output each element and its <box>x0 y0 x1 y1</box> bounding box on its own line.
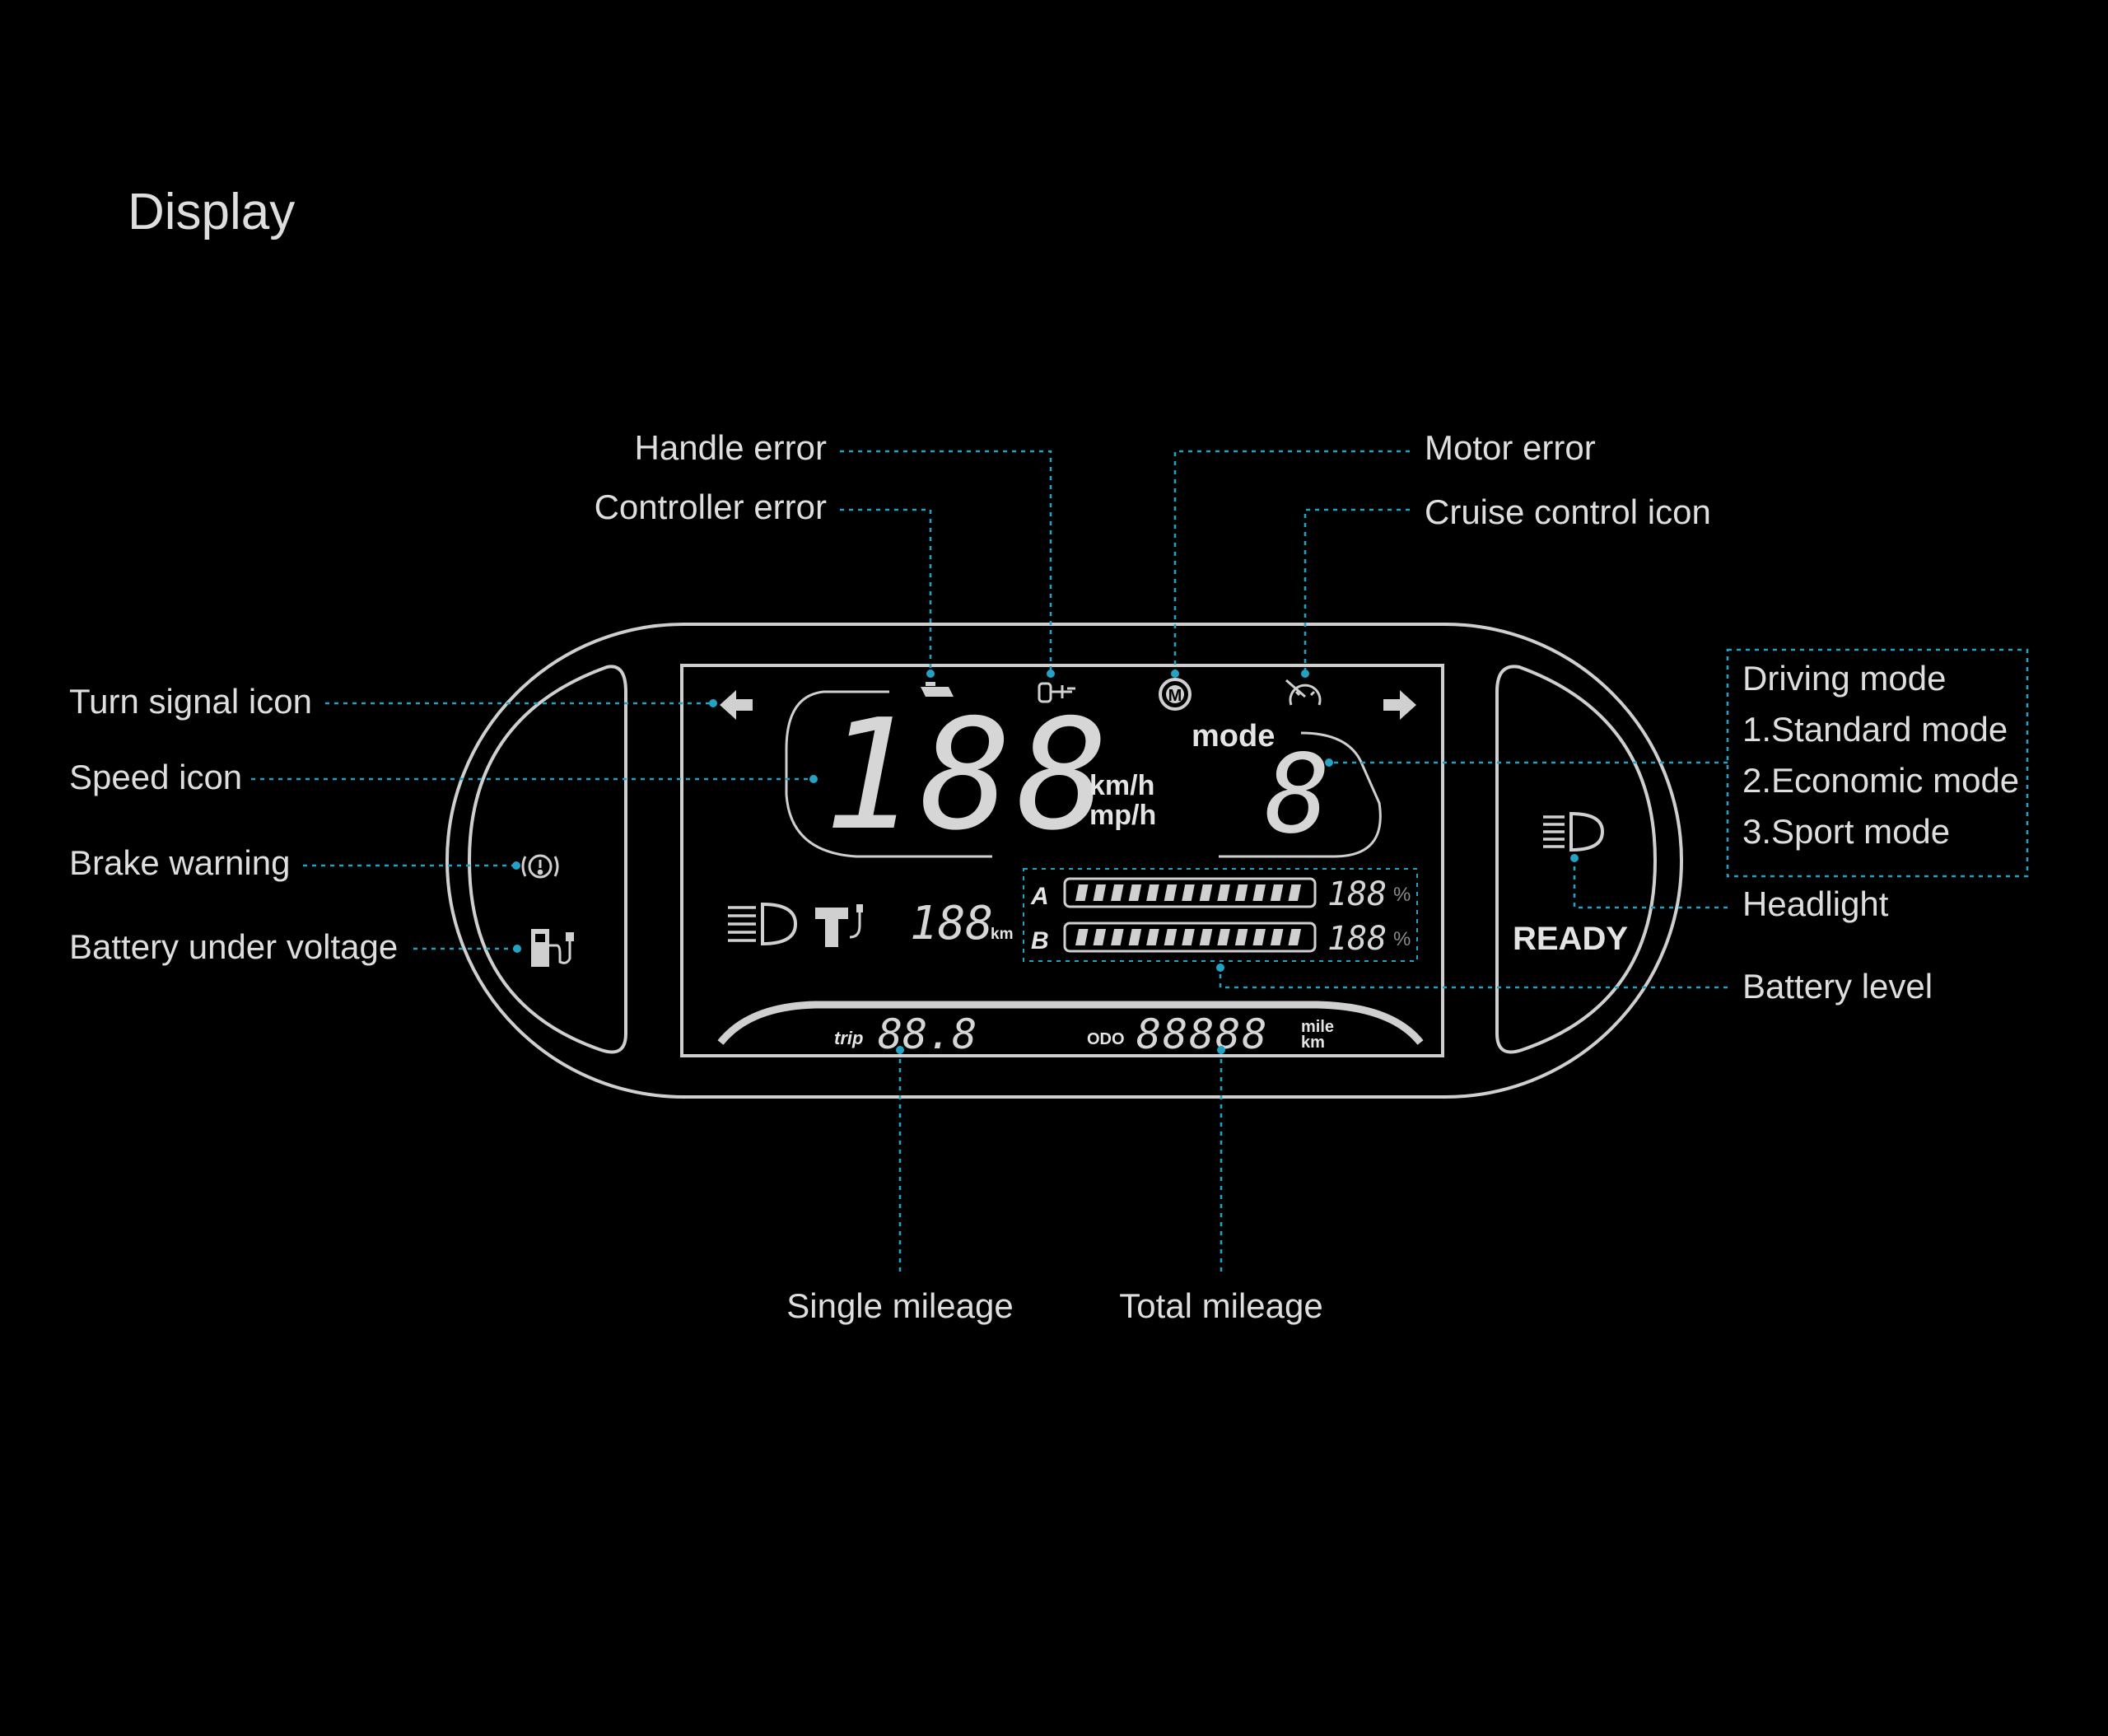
battery-segment <box>1111 884 1124 901</box>
odo-label: ODO <box>1087 1030 1125 1048</box>
battery-segment <box>1128 929 1142 945</box>
battery-segment <box>1075 929 1089 945</box>
turn-right-arrow-icon <box>1383 690 1416 720</box>
battery-b-percent-sign: % <box>1393 928 1411 950</box>
speed-unit-kmh: km/h <box>1089 770 1154 801</box>
charging-icon <box>815 904 863 947</box>
battery-bar-outline <box>1063 922 1317 953</box>
speed-unit-mph: mp/h <box>1089 800 1156 831</box>
range-readout: 188 <box>910 897 993 950</box>
high-beam-icon <box>728 902 798 946</box>
dashboard-outline <box>445 623 1683 1099</box>
label-battery-level: Battery level <box>1742 967 1933 1006</box>
battery-b-bar <box>1063 922 1317 953</box>
ready-indicator: READY <box>1513 921 1628 957</box>
label-controller-error: Controller error <box>595 488 827 526</box>
battery-segment <box>1111 929 1124 945</box>
odo-readout: 88888 <box>1136 1010 1269 1058</box>
mode-label: mode <box>1192 719 1275 754</box>
label-turn-signal: Turn signal icon <box>69 682 312 721</box>
trip-readout: 88.8 <box>878 1010 977 1058</box>
label-headlight: Headlight <box>1742 884 1889 923</box>
battery-segment <box>1164 884 1178 901</box>
label-single-mileage: Single mileage <box>786 1286 1014 1325</box>
battery-b-label: B <box>1031 927 1049 954</box>
battery-a-percent: 188 <box>1327 875 1387 913</box>
battery-segment <box>1270 929 1284 945</box>
battery-a-percent-sign: % <box>1393 884 1411 906</box>
battery-segment <box>1217 884 1230 901</box>
label-motor-error: Motor error <box>1425 428 1596 467</box>
battery-segment <box>1075 884 1089 901</box>
battery-segment <box>1288 884 1301 901</box>
battery-segment <box>1234 884 1248 901</box>
mode-digit: 8 <box>1265 731 1330 858</box>
turn-left-arrow-icon <box>720 690 753 720</box>
battery-segment <box>1252 929 1266 945</box>
battery-bar-outline <box>1063 877 1317 908</box>
controller-error-icon <box>921 682 954 697</box>
battery-segment <box>1270 884 1284 901</box>
battery-segment <box>1182 884 1195 901</box>
battery-segment <box>1252 884 1266 901</box>
driving-mode-item: 1.Standard mode <box>1742 710 2008 749</box>
battery-a-label: A <box>1030 883 1049 910</box>
label-total-mileage: Total mileage <box>1119 1286 1322 1325</box>
lcd-screen <box>680 664 1444 1057</box>
battery-segment <box>1288 929 1301 945</box>
label-brake-warning: Brake warning <box>69 843 290 882</box>
battery-segment <box>1234 929 1248 945</box>
driving-mode-item: 3.Sport mode <box>1742 812 1950 851</box>
label-cruise-control: Cruise control icon <box>1425 492 1711 531</box>
label-driving-mode: Driving mode <box>1742 659 1946 698</box>
motor-error-icon: M <box>1159 678 1192 711</box>
label-speed: Speed icon <box>69 758 242 796</box>
battery-segment <box>1182 929 1195 945</box>
leader-lines <box>251 450 2029 1276</box>
brake-warning-icon <box>521 854 559 879</box>
svg-text:M: M <box>1168 687 1182 705</box>
battery-segment <box>1164 929 1178 945</box>
speed-readout: 188 <box>823 686 1113 864</box>
cruise-control-icon <box>1285 679 1322 706</box>
battery-segment <box>1093 929 1107 945</box>
battery-segment <box>1199 884 1213 901</box>
battery-segment <box>1128 884 1142 901</box>
battery-segment <box>1217 929 1230 945</box>
battery-segment <box>1093 884 1107 901</box>
battery-b-percent: 188 <box>1327 920 1387 958</box>
battery-segment <box>1146 929 1159 945</box>
driving-mode-item: 2.Economic mode <box>1742 761 2019 800</box>
label-battery-under-voltage: Battery under voltage <box>69 927 398 966</box>
battery-a-bar <box>1063 877 1317 908</box>
battery-segment <box>1199 929 1213 945</box>
odo-unit-km: km <box>1301 1034 1325 1052</box>
range-unit: km <box>991 926 1013 943</box>
headlight-icon <box>1543 811 1605 852</box>
battery-segment <box>1146 884 1159 901</box>
trip-label: trip <box>834 1028 863 1048</box>
label-handle-error: Handle error <box>635 428 827 467</box>
odo-unit-mile: mile <box>1301 1018 1334 1036</box>
battery-under-voltage-icon <box>531 929 574 967</box>
page-title: Display <box>128 184 295 240</box>
handle-error-icon <box>1038 682 1075 703</box>
